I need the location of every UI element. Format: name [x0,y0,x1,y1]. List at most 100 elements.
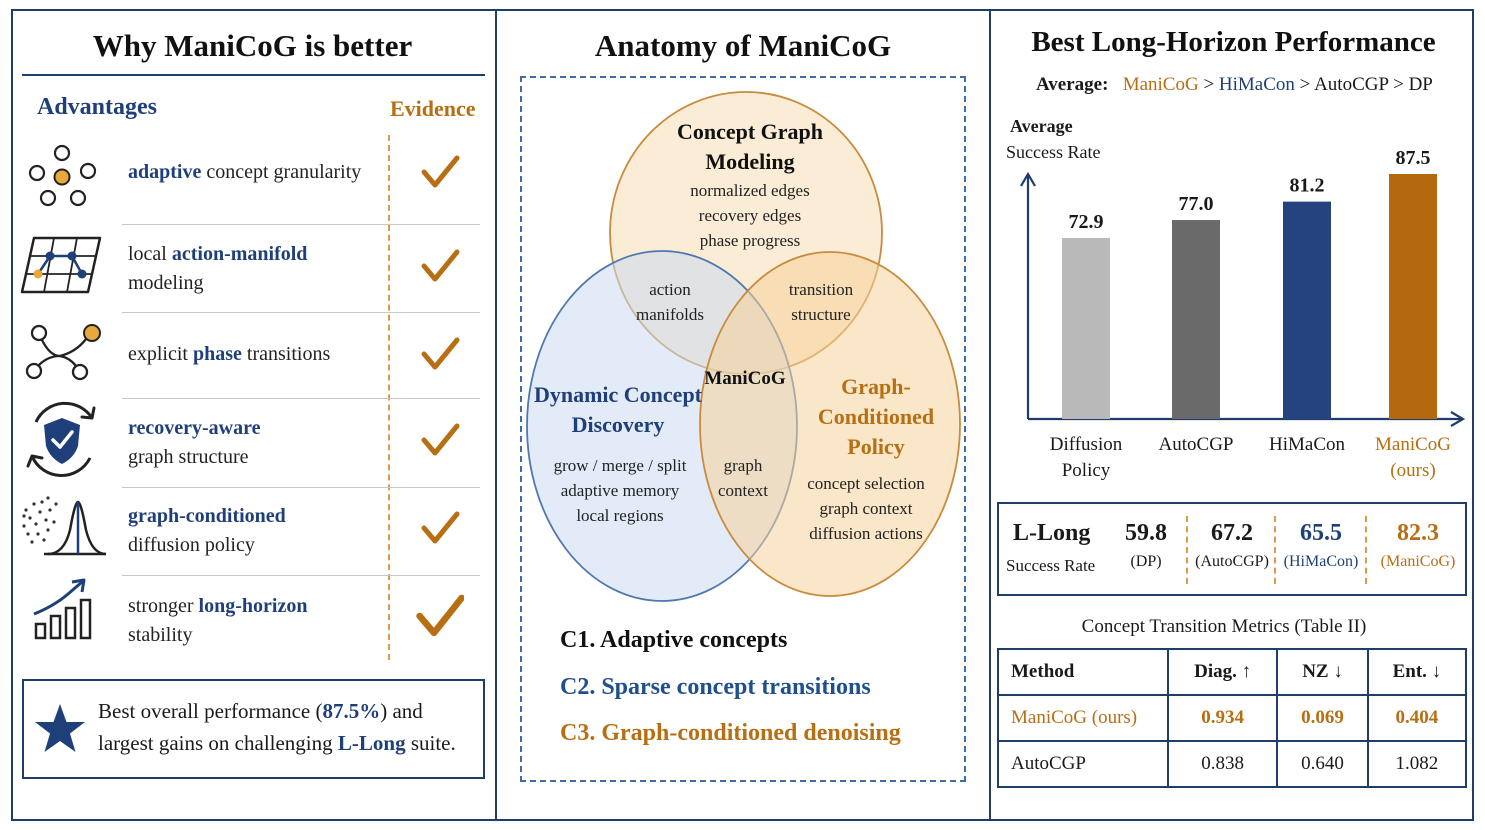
table-cell: 0.640 [1276,740,1369,788]
advantage-row: adaptive concept granularity [20,138,480,224]
ranking-item: ManiCoG [1122,74,1199,95]
summary-text: Best overall performance (87.5%) and lar… [98,699,456,755]
l-long-number: 65.5 [1300,520,1342,546]
table-row: ManiCoG (ours) 0.934 0.069 0.404 [997,694,1468,742]
l-long-value: 65.5 (HiMaCon) [1280,520,1362,571]
table-header-cell: Ent. ↓ [1366,648,1468,696]
bar-value-label: 77.0 [1179,193,1214,215]
advantages-header: Advantages [37,94,158,120]
check-icon [421,511,460,544]
l-long-number: 67.2 [1211,520,1253,546]
bar-chart: 72.9DiffusionPolicy77.0AutoCGP81.2HiMaCo… [1020,147,1466,481]
metrics-table: Method Diag. ↑ NZ ↓ Ent. ↓ ManiCoG (ours… [997,648,1468,788]
table-header-cell: NZ ↓ [1276,648,1369,696]
table-row: AutoCGP 0.838 0.640 1.082 [997,740,1468,788]
table-cell: ManiCoG (ours) [997,694,1169,742]
ranking-item: DP [1408,74,1433,95]
evidence-divider [388,135,390,660]
table-cell: 0.838 [1166,740,1279,788]
x-tick-label: (ours) [1390,460,1435,481]
venn-center-label: ManiCoG [704,368,786,389]
l-long-value: 67.2 (AutoCGP) [1192,520,1272,571]
advantage-row: recovery-aware graph structure [20,400,480,486]
row-separator [122,487,480,488]
l-long-box: L-Long Success Rate 59.8 (DP) 67.2 (AutoCGP… [997,502,1467,596]
table-cell: 0.934 [1166,694,1279,742]
bar-3 [1389,174,1437,419]
table-header-cell: Diag. ↑ [1166,648,1279,696]
left-title-rule [22,74,485,76]
grid-manifold-icon [20,236,102,294]
l-long-label: L-Long [1013,520,1091,546]
x-tick-label: HiMaCon [1269,434,1346,455]
table-cell: 0.404 [1366,694,1468,742]
venn-right-circle [699,251,961,597]
highlight-term: action-manifold [171,243,308,265]
summary-box: Best overall performance (87.5%) and lar… [22,679,485,779]
y-axis-arrow [1020,171,1036,187]
l-long-value: 82.3 (ManiCoG) [1371,520,1465,571]
bar-0 [1062,238,1110,419]
row-separator [122,398,480,399]
check-icon [421,423,460,456]
middle-panel-title: Anatomy of ManiCoG [594,28,892,63]
figure-frame [11,9,1474,821]
x-tick-label: AutoCGP [1159,434,1234,455]
highlight-term: phase [192,343,242,365]
table-cell: 0.069 [1276,694,1369,742]
l-long-method: (DP) [1130,553,1162,570]
table-header-cell: Method [997,648,1169,696]
right-panel-title: Best Long-Horizon Performance [1031,26,1436,58]
l-long-sublabel: Success Rate [1006,556,1096,575]
check-icon [416,594,464,637]
highlight-term: adaptive [128,161,202,183]
anatomy-dashed-box [520,76,966,782]
divider-right [989,9,991,821]
highlight-term: long-horizon [198,595,308,617]
bar-2 [1283,201,1331,419]
l-long-method: (AutoCGP) [1195,553,1269,570]
bar-value-label: 87.5 [1396,147,1431,169]
l-long-value: 59.8 (DP) [1109,520,1183,571]
check-icon [421,155,460,188]
x-tick-label: Policy [1062,460,1111,481]
ranking-line: Average: ManiCoG > HiMaCon > AutoCGP > D… [1036,74,1433,95]
table-cell: 1.082 [1366,740,1468,788]
bar-1 [1172,220,1220,419]
l-long-method: (ManiCoG) [1380,553,1456,570]
advantage-row: local action-manifold modeling [20,226,480,312]
contribution-c3: C3. Graph-conditioned denoising [560,720,901,746]
check-icon [421,337,460,370]
advantage-row: stronger long-horizon stability [20,578,480,664]
row-separator [122,224,480,225]
table-cell: AutoCGP [997,740,1169,788]
advantage-row: explicit phase transitions [20,314,480,400]
highlight-term: graph-conditioned [128,505,286,527]
highlight-term: recovery-aware [128,417,261,439]
growth-bars-icon [33,578,92,640]
ranking-item: AutoCGP [1314,74,1389,95]
l-long-method: (HiMaCon) [1283,553,1359,570]
x-axis-arrow [1450,411,1466,427]
diffusion-bell-icon [22,496,106,556]
table-header-row: Method Diag. ↑ NZ ↓ Ent. ↓ [997,648,1468,696]
row-separator [122,575,480,576]
venn-diagram [526,91,961,602]
advantage-row: graph-conditioned diffusion policy [20,490,480,576]
l-long-number: 59.8 [1125,520,1167,546]
l-long-number: 82.3 [1397,520,1439,546]
star-icon [35,704,85,752]
row-separator [122,312,480,313]
divider-left [495,9,497,821]
x-tick-label: ManiCoG [1375,434,1451,455]
ranking-item: HiMaCon [1218,74,1295,95]
x-tick-label: Diffusion [1050,434,1123,455]
